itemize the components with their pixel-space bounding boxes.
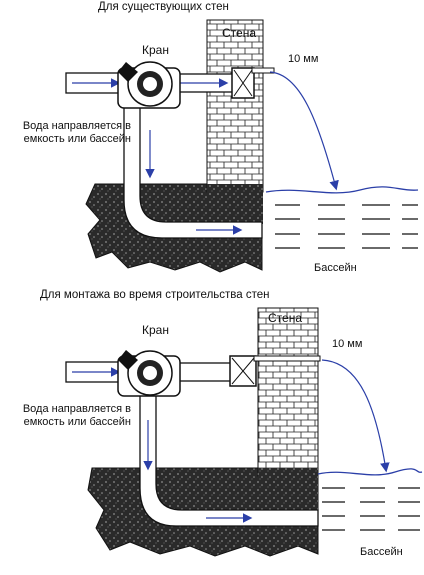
- wall-below-ground: [207, 184, 263, 224]
- gap-label: 10 мм: [332, 338, 363, 350]
- diagram-drawing: [65, 307, 423, 557]
- panel-title: Для существующих стен: [98, 1, 229, 13]
- faucet-label: Кран: [142, 43, 169, 57]
- faucet-label: Кран: [142, 323, 169, 337]
- spout-lip: [253, 355, 321, 362]
- wall-label: Стена: [222, 26, 257, 40]
- pool-label: Бассейн: [314, 262, 357, 274]
- gap-label: 10 мм: [288, 53, 319, 65]
- brick-wall: [206, 19, 264, 193]
- pool-water: [265, 186, 419, 249]
- valve: [117, 61, 181, 109]
- pool-water: [317, 468, 423, 531]
- panel-title: Для монтажа во время строительства стен: [40, 289, 270, 301]
- pool-label: Бассейн: [360, 546, 403, 558]
- brick-wall: [257, 307, 319, 477]
- spout-lip: [251, 67, 275, 74]
- wall-below-ground: [258, 468, 318, 512]
- outlet-pipe: [173, 362, 233, 382]
- flow-arrow-waterfall: [269, 71, 339, 191]
- drain-pipe: [123, 99, 263, 239]
- wall-label: Стена: [268, 311, 303, 325]
- diagram-panel-existing-walls: Для существующих стен Кран Стена 10 мм В…: [22, 1, 419, 274]
- flow-arrow-waterfall: [321, 359, 390, 473]
- diagram-panel-during-construction: Для монтажа во время строительства стен …: [0, 288, 424, 575]
- drain-pipe: [139, 391, 319, 527]
- water-destination-note: Вода направляется в емкость или бассейн: [22, 120, 131, 145]
- diagram-drawing: [65, 19, 419, 273]
- valve: [117, 350, 181, 397]
- water-destination-note: Вода направляется в емкость или бассейн: [22, 403, 131, 428]
